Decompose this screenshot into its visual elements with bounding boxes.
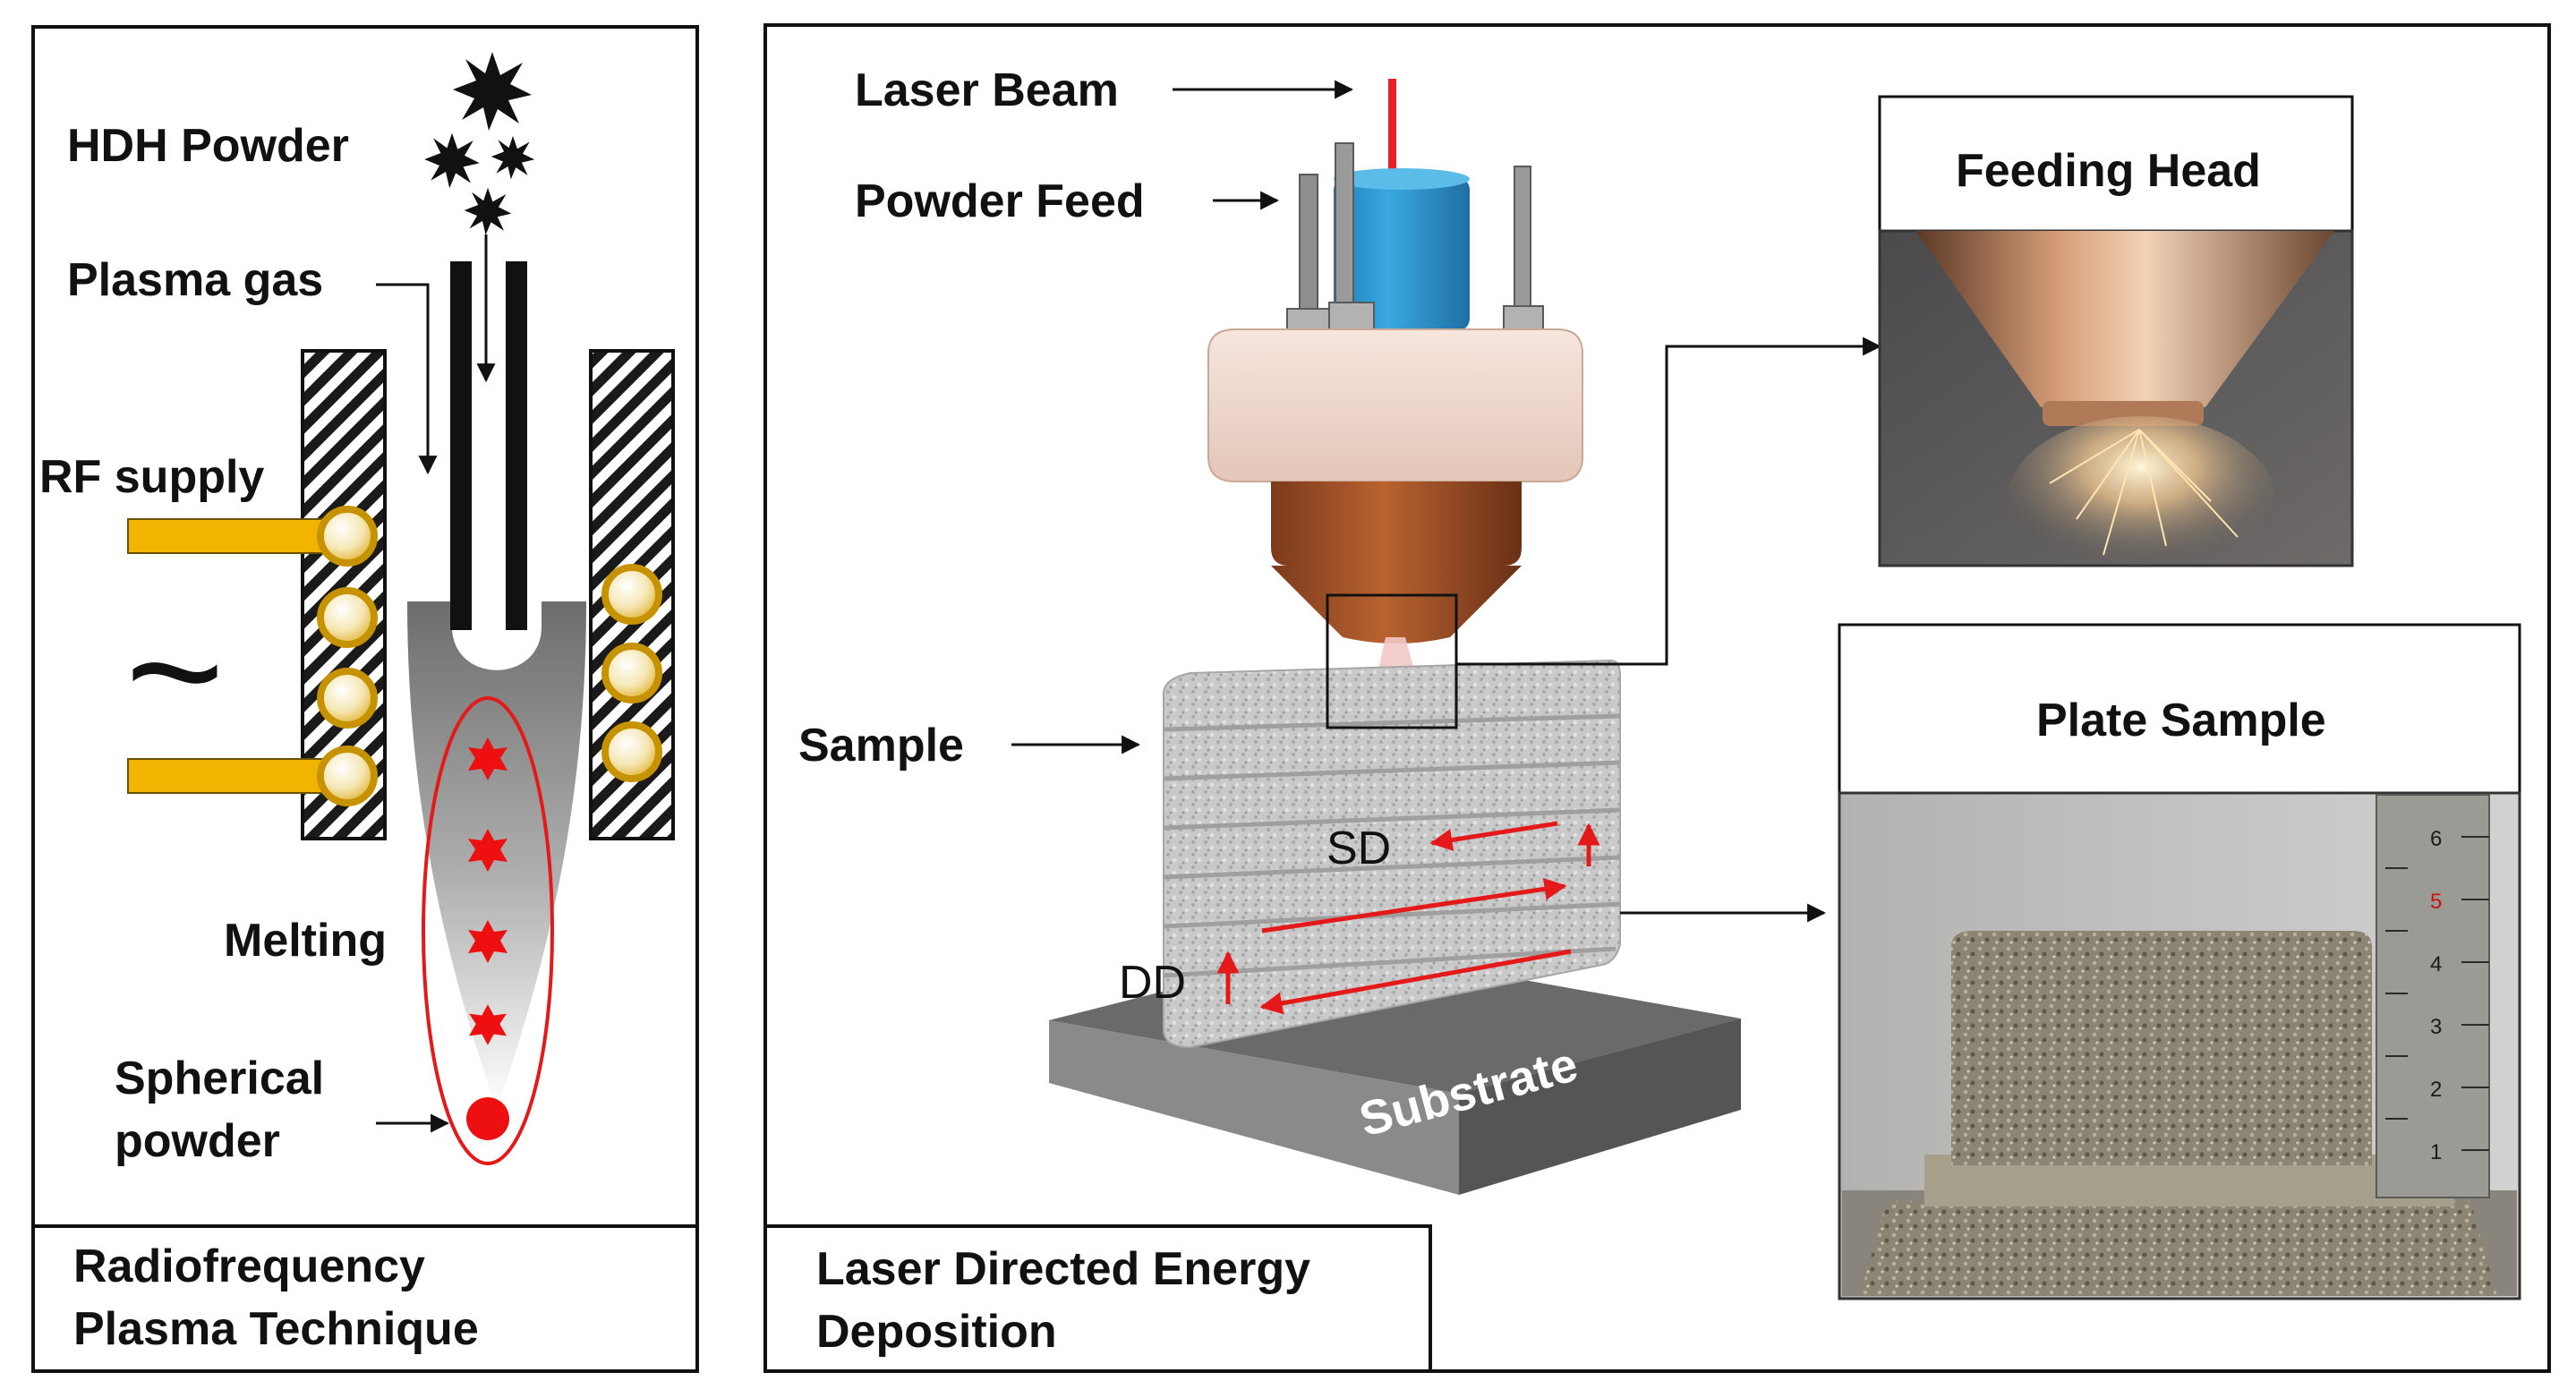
- plate-sample-title-box: [1838, 623, 2521, 795]
- rf-supply-label: RF supply: [39, 451, 264, 503]
- photo-spark: [2138, 429, 2167, 547]
- rod-nut: [1503, 305, 1544, 332]
- photo-spark: [2049, 429, 2140, 484]
- ruler-number: 6: [2430, 827, 2442, 851]
- tilde-symbol: ~: [125, 576, 225, 766]
- feeding-head-photo: [1878, 229, 2354, 586]
- melting-particle: [468, 829, 508, 872]
- sd-arrow-middle: [1261, 877, 1567, 933]
- left-caption-line1: Radiofrequency: [73, 1240, 425, 1292]
- hdh-particle: [424, 132, 480, 189]
- melting-particle: [469, 1004, 507, 1045]
- photo-spark: [2103, 429, 2140, 556]
- feeding-head-title-box: [1878, 95, 2354, 233]
- plasma-gas-label: Plasma gas: [67, 254, 323, 306]
- rf-coils: [317, 506, 662, 806]
- coil-turn: [601, 721, 662, 782]
- zoom-connector: [1456, 337, 1882, 666]
- coil-turn: [317, 587, 378, 648]
- laser-spot: [1378, 637, 1414, 669]
- head-flange: [1207, 328, 1583, 482]
- melting-particle: [468, 737, 508, 780]
- rod-nut: [1328, 302, 1375, 330]
- ruler-ticks: [2385, 836, 2489, 1151]
- laser-beam: [1388, 79, 1396, 186]
- right-caption-line1: Laser Directed Energy: [816, 1243, 1310, 1295]
- laser-beam-label: Laser Beam: [855, 64, 1119, 116]
- ruler-number: 1: [2430, 1140, 2442, 1164]
- coil-turn: [317, 506, 378, 567]
- melting-zone-outline: [422, 696, 554, 1165]
- photo-spark: [2138, 429, 2239, 538]
- right-caption-box: [765, 1224, 1432, 1371]
- right-panel: Laser Beam Powder Feed Sample: [763, 23, 2551, 1373]
- dd-label: DD: [1119, 957, 1186, 1009]
- deposition-head: [1207, 142, 1583, 669]
- coil-turn: [601, 643, 662, 703]
- coil-turn: [317, 746, 378, 806]
- zoom-box: [1326, 593, 1458, 729]
- plate-sample-photo: 6 5 4 3 2 1: [1838, 791, 2521, 1300]
- right-panel-frame: [763, 23, 2551, 1373]
- plate-photo-base: [1860, 1201, 2497, 1296]
- ruler-number: 5: [2430, 890, 2442, 914]
- spherical-particle: [466, 1097, 509, 1140]
- plasma-gas-arrow: [376, 283, 438, 475]
- photo-spark-glow: [2007, 416, 2275, 586]
- feed-rod: [1299, 174, 1318, 332]
- feeding-head-title: Feeding Head: [1956, 145, 2261, 197]
- copper-nozzle-body: [1271, 482, 1522, 566]
- hdh-particle: [453, 52, 532, 131]
- right-caption-line2: Deposition: [816, 1306, 1057, 1358]
- feeding-head-inset: Feeding Head: [1878, 95, 2354, 586]
- sample-wall-body: [1163, 659, 1621, 1049]
- ruler-number: 4: [2430, 952, 2442, 976]
- melting-label: Melting: [224, 915, 387, 967]
- substrate-side: [1459, 1019, 1741, 1195]
- scan-arrows: [1216, 821, 1600, 1015]
- photo-nozzle-cone: [1915, 231, 2334, 407]
- powder-feed-label: Powder Feed: [855, 175, 1145, 227]
- plate-photo-ruler: [2376, 794, 2490, 1198]
- spherical-label-line1: Spherical: [115, 1053, 324, 1104]
- rf-feed-bar-bottom: [127, 758, 326, 794]
- sd-arrow-bottom: [1259, 949, 1572, 1015]
- sample-wall: [1163, 659, 1621, 1049]
- hdh-powder-label: HDH Powder: [67, 120, 349, 172]
- melting-particle: [468, 920, 508, 963]
- spherical-label-line2: powder: [115, 1115, 280, 1167]
- ruler-number: 3: [2430, 1015, 2442, 1039]
- photo-spark: [2076, 429, 2140, 520]
- ruler-number: 2: [2430, 1078, 2442, 1102]
- melting-particles: [466, 737, 509, 1140]
- hdh-powder-particles: [424, 52, 535, 235]
- nozzle-blue-body: [1334, 177, 1470, 331]
- rf-feed-bar-top: [127, 518, 326, 554]
- sample-label: Sample: [798, 720, 964, 771]
- coil-turn: [601, 564, 662, 625]
- hdh-particle: [490, 135, 535, 180]
- photo-sparks: [2049, 429, 2239, 556]
- plate-sample-title: Plate Sample: [2036, 695, 2326, 746]
- left-panel-frame: [31, 25, 699, 1373]
- substrate-front: [1049, 1020, 1459, 1195]
- injection-tube-left: [450, 261, 472, 630]
- plate-sample-inset: Plate Sample: [1838, 623, 2521, 1300]
- coil-turn: [317, 668, 378, 729]
- sample-wall-ridges: [1163, 713, 1621, 978]
- nozzle-blue-top: [1334, 168, 1470, 190]
- sd-arrow-top: [1429, 821, 1558, 851]
- copper-nozzle-cone: [1271, 566, 1522, 644]
- left-caption-line2: Plasma Technique: [73, 1303, 479, 1355]
- sd-label: SD: [1326, 823, 1391, 874]
- hdh-particle: [464, 187, 512, 235]
- plate-photo-wall: [1951, 931, 2372, 1165]
- injection-tube-right: [506, 261, 527, 630]
- left-panel: HDH Powder Plasma gas RF supply ~ Meltin…: [31, 25, 699, 1373]
